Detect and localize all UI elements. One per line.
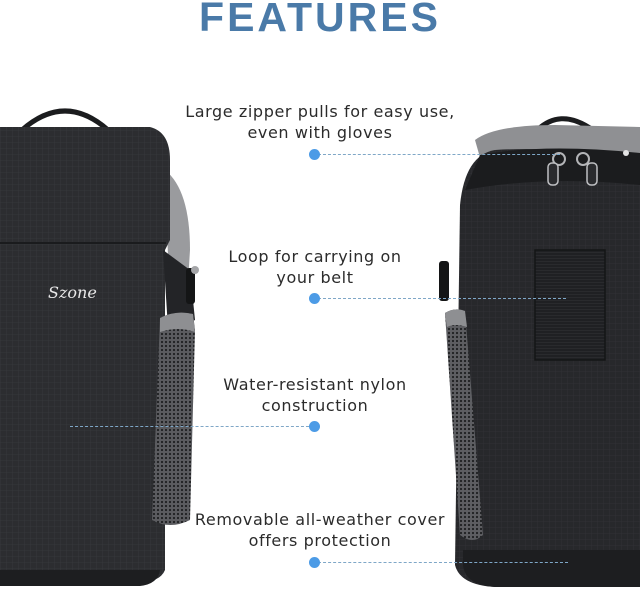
brand-logo: Szone bbox=[48, 283, 97, 302]
callout-dot bbox=[309, 421, 320, 432]
feature-weather-cover-text: Removable all-weather cover offers prote… bbox=[160, 509, 480, 551]
feature-line: construction bbox=[261, 396, 369, 415]
feature-line: Water-resistant nylon bbox=[223, 375, 407, 394]
feature-belt-loop-text: Loop for carrying on your belt bbox=[190, 246, 440, 288]
page-title: FEATURES bbox=[199, 0, 441, 40]
feature-zipper-pulls-text: Large zipper pulls for easy use, even wi… bbox=[160, 101, 480, 143]
right-bag-image bbox=[439, 116, 640, 587]
feature-line: offers protection bbox=[248, 531, 392, 550]
feature-line: your belt bbox=[276, 268, 354, 287]
callout-line bbox=[318, 298, 566, 299]
feature-line: Large zipper pulls for easy use, bbox=[185, 102, 455, 121]
feature-line: Removable all-weather cover bbox=[194, 510, 446, 529]
feature-line: even with gloves bbox=[247, 123, 393, 142]
callout-dot bbox=[309, 557, 320, 568]
feature-line: Loop for carrying on bbox=[228, 247, 402, 266]
callout-line bbox=[318, 154, 560, 155]
callout-dot bbox=[309, 293, 320, 304]
callout-line bbox=[70, 426, 314, 427]
feature-nylon-text: Water-resistant nylon construction bbox=[190, 374, 440, 416]
callout-dot bbox=[309, 149, 320, 160]
callout-line bbox=[318, 562, 568, 563]
left-bag-image: Szone bbox=[0, 108, 199, 586]
